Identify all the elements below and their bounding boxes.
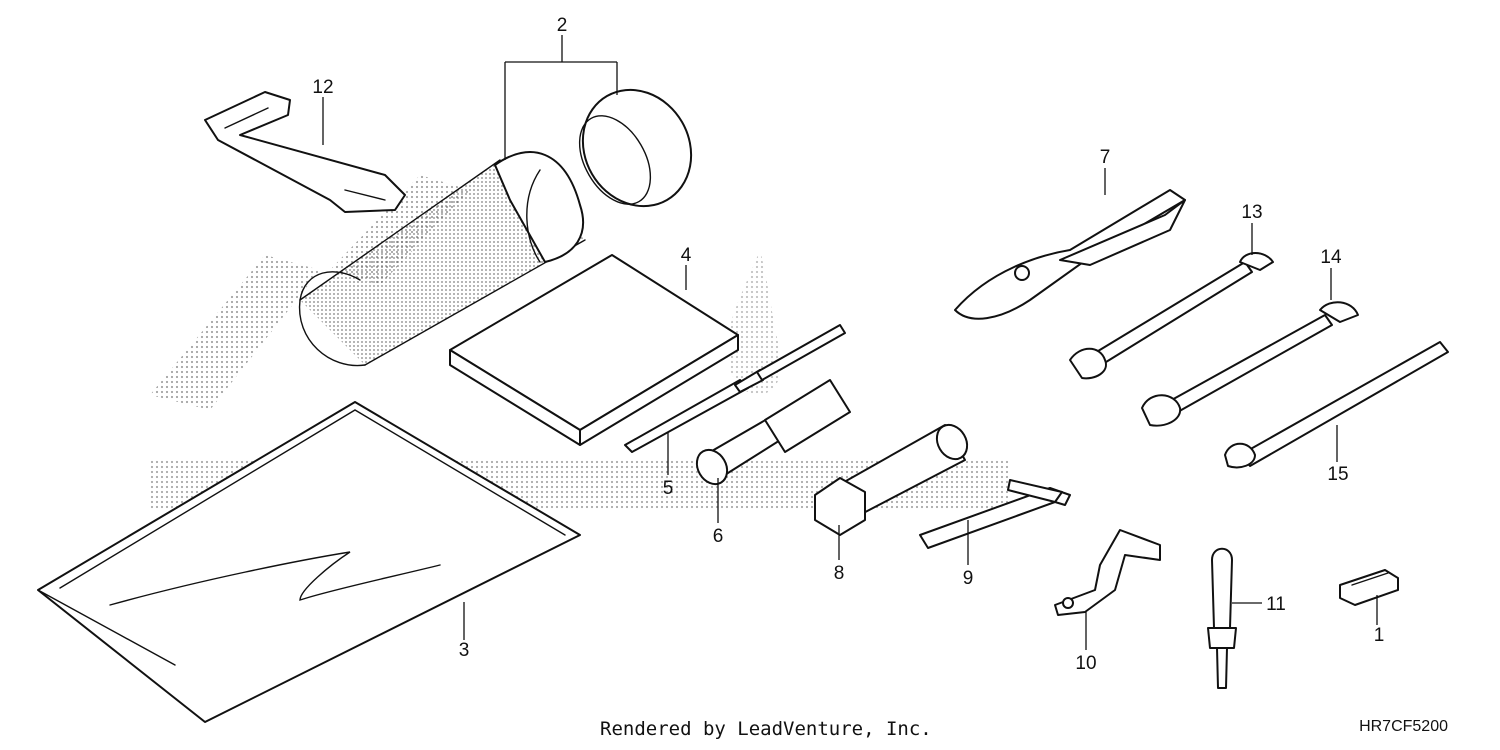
callout-9: 9 bbox=[963, 568, 974, 589]
part-9-hex-key bbox=[919, 479, 1071, 549]
callout-13: 13 bbox=[1241, 202, 1262, 223]
part-3-tool-bag bbox=[37, 401, 581, 723]
part-1-clip bbox=[1339, 569, 1399, 606]
callout-12: 12 bbox=[312, 77, 333, 98]
callout-5: 5 bbox=[663, 478, 674, 499]
callout-8: 8 bbox=[834, 563, 845, 584]
callout-10: 10 bbox=[1075, 653, 1096, 674]
part-4-owners-manual bbox=[449, 254, 739, 446]
callout-15: 15 bbox=[1327, 464, 1348, 485]
part-11-screwdriver-handle bbox=[1207, 547, 1237, 689]
diagram-code: HR7CF5200 bbox=[1359, 718, 1448, 735]
part-7-pliers bbox=[954, 189, 1186, 320]
part-2-tool-tube bbox=[298, 88, 693, 367]
callout-1: 1 bbox=[1374, 625, 1385, 646]
callout-4: 4 bbox=[681, 245, 692, 266]
leader-lines bbox=[322, 35, 1378, 650]
callout-7: 7 bbox=[1100, 147, 1111, 168]
part-14-wrench-14x17 bbox=[1141, 301, 1359, 427]
part-5-screwdriver bbox=[624, 324, 846, 453]
callout-3: 3 bbox=[459, 640, 470, 661]
part-6-socket-wrench bbox=[695, 379, 851, 486]
part-10-lever bbox=[1054, 529, 1161, 616]
footer-credit: Rendered by LeadVenture, Inc. bbox=[600, 718, 932, 740]
part-12-rubber-strap bbox=[204, 91, 406, 213]
callout-2: 2 bbox=[557, 15, 568, 36]
callouts: 1 2 3 4 5 6 7 8 9 10 11 12 13 14 15 bbox=[312, 15, 1384, 674]
callout-6: 6 bbox=[713, 526, 724, 547]
part-15-wrench-handle bbox=[1224, 341, 1449, 469]
callout-11: 11 bbox=[1266, 594, 1286, 615]
callout-14: 14 bbox=[1320, 247, 1342, 268]
part-13-wrench-10x12 bbox=[1069, 252, 1274, 380]
part-8-plug-wrench bbox=[814, 423, 969, 536]
